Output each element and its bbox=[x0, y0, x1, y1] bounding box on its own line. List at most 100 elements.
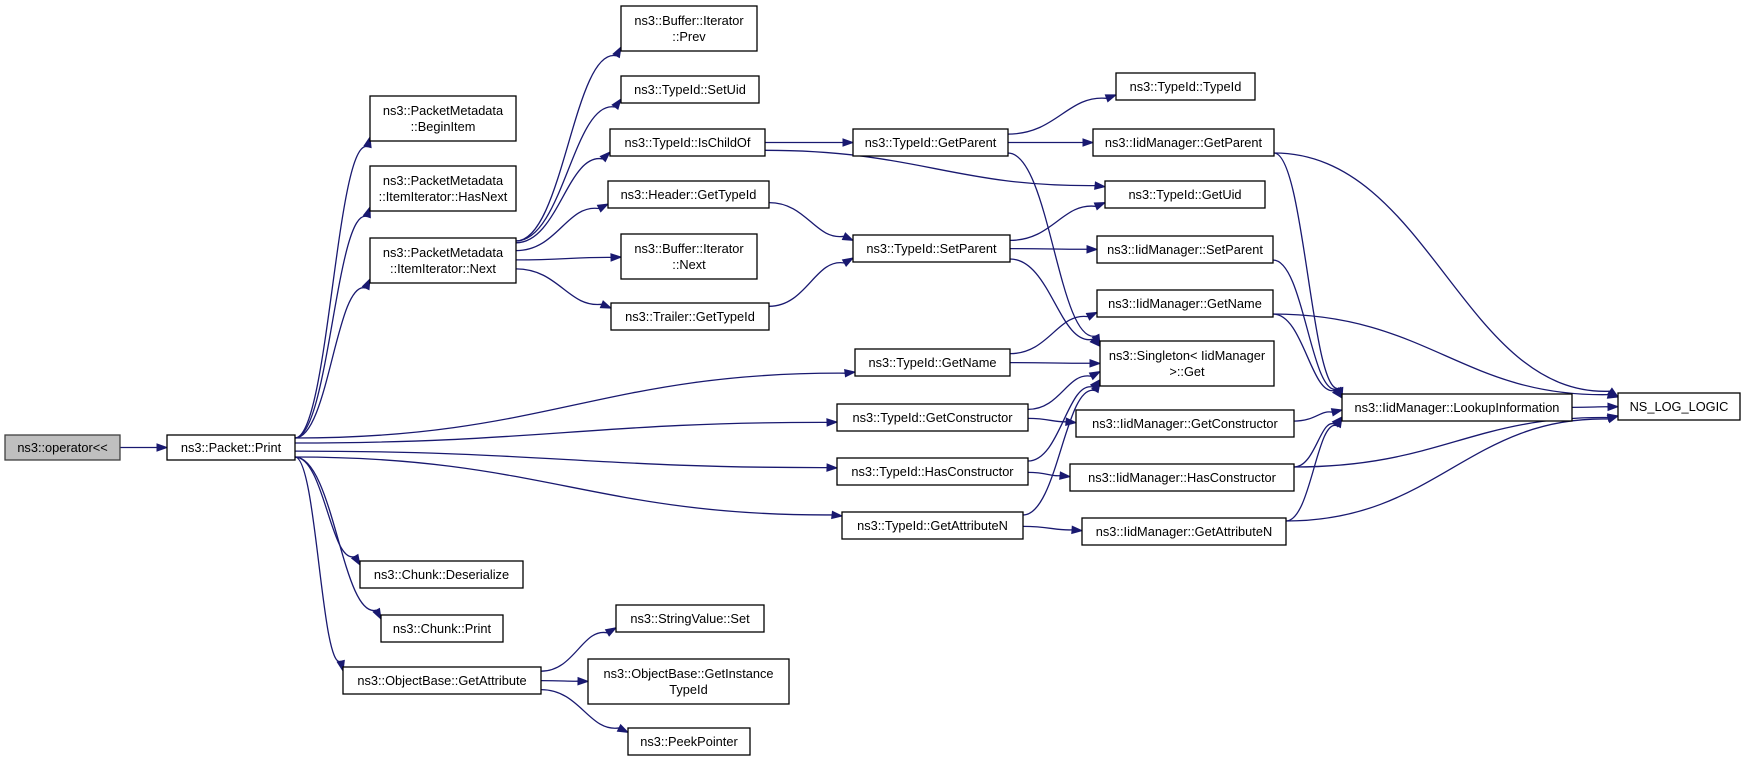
edge-line bbox=[515, 268, 602, 305]
edge-imgetattrn-to-lookup bbox=[1285, 415, 1343, 522]
edge-line bbox=[515, 207, 600, 252]
node-box bbox=[1341, 393, 1573, 422]
node-begin[interactable]: ns3::PacketMetadata::BeginItem bbox=[369, 95, 517, 142]
node-print[interactable]: ns3::Packet::Print bbox=[166, 434, 296, 461]
edge-line bbox=[1272, 313, 1609, 396]
node-chunkdes[interactable]: ns3::Chunk::Deserialize bbox=[359, 560, 524, 589]
node-imgetctor[interactable]: ns3::IidManager::GetConstructor bbox=[1075, 409, 1295, 438]
arrowhead bbox=[1086, 244, 1099, 254]
node-label: ns3::IidManager::GetConstructor bbox=[1092, 416, 1278, 431]
node-bufnext[interactable]: ns3::Buffer::Iterator::Next bbox=[620, 233, 758, 280]
node-label: ns3::Buffer::Iterator bbox=[634, 13, 744, 28]
node-imgetparent[interactable]: ns3::IidManager::GetParent bbox=[1092, 128, 1275, 157]
node-label: ns3::TypeId::HasConstructor bbox=[851, 464, 1014, 479]
node-label: ns3::Chunk::Deserialize bbox=[374, 567, 509, 582]
arrowhead bbox=[1059, 471, 1072, 480]
node-lookup[interactable]: ns3::IidManager::LookupInformation bbox=[1341, 393, 1573, 422]
edge-setparent-to-getuid bbox=[1009, 202, 1107, 242]
edge-line bbox=[1285, 425, 1338, 522]
edge-imgetparent-to-nslog bbox=[1273, 152, 1620, 398]
node-bufprev[interactable]: ns3::Buffer::Iterator::Prev bbox=[620, 5, 758, 52]
edge-line bbox=[1272, 259, 1338, 390]
edge-print-to-chunkprint bbox=[294, 456, 382, 621]
node-label: ns3::TypeId::SetUid bbox=[634, 82, 746, 97]
node-getname[interactable]: ns3::TypeId::GetName bbox=[854, 348, 1011, 377]
node-box bbox=[369, 165, 517, 212]
node-box bbox=[587, 658, 790, 705]
node-strset[interactable]: ns3::StringValue::Set bbox=[615, 604, 765, 633]
node-label: ns3::TypeId::SetParent bbox=[866, 241, 997, 256]
arrowhead bbox=[612, 45, 622, 59]
node-imgetname[interactable]: ns3::IidManager::GetName bbox=[1096, 289, 1274, 318]
node-setparent[interactable]: ns3::TypeId::SetParent bbox=[852, 234, 1011, 263]
node-chunkprint[interactable]: ns3::Chunk::Print bbox=[380, 614, 504, 643]
node-box bbox=[615, 604, 765, 633]
node-next[interactable]: ns3::PacketMetadata::ItemIterator::Next bbox=[369, 237, 517, 284]
edge-line bbox=[1022, 525, 1073, 531]
node-op[interactable]: ns3::operator<< bbox=[4, 434, 121, 461]
arrowhead bbox=[844, 368, 857, 378]
node-ischild[interactable]: ns3::TypeId::IsChildOf bbox=[609, 128, 766, 157]
node-label: ns3::StringValue::Set bbox=[630, 611, 750, 626]
edge-line bbox=[1285, 418, 1609, 522]
edge-ischild-to-getparent bbox=[765, 138, 855, 147]
node-trltype[interactable]: ns3::Trailer::GetTypeId bbox=[610, 302, 770, 331]
node-hasctor[interactable]: ns3::TypeId::HasConstructor bbox=[836, 457, 1029, 486]
edge-objgetattr-to-objinst bbox=[540, 676, 590, 686]
node-box bbox=[1075, 409, 1295, 438]
arrowhead bbox=[1091, 380, 1101, 394]
arrowhead bbox=[826, 418, 839, 427]
node-getctor[interactable]: ns3::TypeId::GetConstructor bbox=[836, 403, 1029, 432]
node-nslog[interactable]: NS_LOG_LOGIC bbox=[1617, 392, 1741, 421]
node-box bbox=[380, 614, 504, 643]
node-label: ::ItemIterator::HasNext bbox=[379, 189, 508, 204]
node-hdrtype[interactable]: ns3::Header::GetTypeId bbox=[607, 180, 770, 209]
node-box bbox=[1099, 340, 1275, 387]
edge-objgetattr-to-peek bbox=[540, 689, 630, 734]
nodes-layer: ns3::operator<< ns3::Packet::Print ns3::Pa… bbox=[4, 5, 1741, 756]
node-setuid[interactable]: ns3::TypeId::SetUid bbox=[620, 75, 760, 104]
edge-print-to-getattrn bbox=[294, 456, 844, 520]
edge-line bbox=[1293, 411, 1333, 422]
node-label: ::ItemIterator::Next bbox=[390, 261, 496, 276]
node-getuid[interactable]: ns3::TypeId::GetUid bbox=[1104, 180, 1266, 209]
node-label: TypeId bbox=[669, 682, 707, 697]
node-label: ns3::TypeId::GetUid bbox=[1128, 187, 1241, 202]
arrowhead bbox=[610, 253, 623, 262]
edge-ischild-to-getuid bbox=[764, 149, 1107, 190]
node-label: ns3::IidManager::GetParent bbox=[1105, 135, 1263, 150]
arrowhead bbox=[841, 232, 855, 242]
edge-line bbox=[294, 146, 368, 439]
edge-line bbox=[768, 262, 845, 307]
node-label: ns3::TypeId::GetParent bbox=[865, 135, 997, 150]
arrowhead bbox=[372, 607, 382, 621]
edge-next-to-bufnext bbox=[515, 253, 623, 262]
node-box bbox=[836, 457, 1029, 486]
node-label: ns3::Singleton< IidManager bbox=[1109, 348, 1266, 363]
node-label: ::Prev bbox=[672, 29, 706, 44]
node-typeid[interactable]: ns3::TypeId::TypeId bbox=[1115, 72, 1256, 101]
node-getparent[interactable]: ns3::TypeId::GetParent bbox=[852, 128, 1009, 157]
node-getattrn[interactable]: ns3::TypeId::GetAttributeN bbox=[841, 511, 1024, 540]
edge-line bbox=[540, 680, 579, 682]
node-imgetattrn[interactable]: ns3::IidManager::GetAttributeN bbox=[1081, 517, 1287, 546]
edge-line bbox=[294, 456, 833, 516]
arrowhead bbox=[599, 300, 613, 309]
edge-line bbox=[1571, 406, 1609, 408]
node-box bbox=[1096, 235, 1274, 264]
arrowhead bbox=[1089, 335, 1102, 348]
node-objgetattr[interactable]: ns3::ObjectBase::GetAttribute bbox=[342, 666, 542, 695]
node-singleton[interactable]: ns3::Singleton< IidManager >::Get bbox=[1099, 340, 1275, 387]
node-hasnext[interactable]: ns3::PacketMetadata::ItemIterator::HasNe… bbox=[369, 165, 517, 212]
edge-getparent-to-imgetparent bbox=[1008, 138, 1095, 147]
node-imsetparent[interactable]: ns3::IidManager::SetParent bbox=[1096, 235, 1274, 264]
node-box bbox=[609, 128, 766, 157]
node-imhasctor[interactable]: ns3::IidManager::HasConstructor bbox=[1069, 463, 1295, 492]
arrowhead bbox=[604, 627, 618, 637]
edge-imgetparent-to-lookup bbox=[1273, 152, 1344, 400]
node-box bbox=[369, 95, 517, 142]
node-peek[interactable]: ns3::PeekPointer bbox=[627, 727, 751, 756]
arrowhead bbox=[1065, 417, 1078, 426]
arrowhead bbox=[1093, 202, 1107, 211]
